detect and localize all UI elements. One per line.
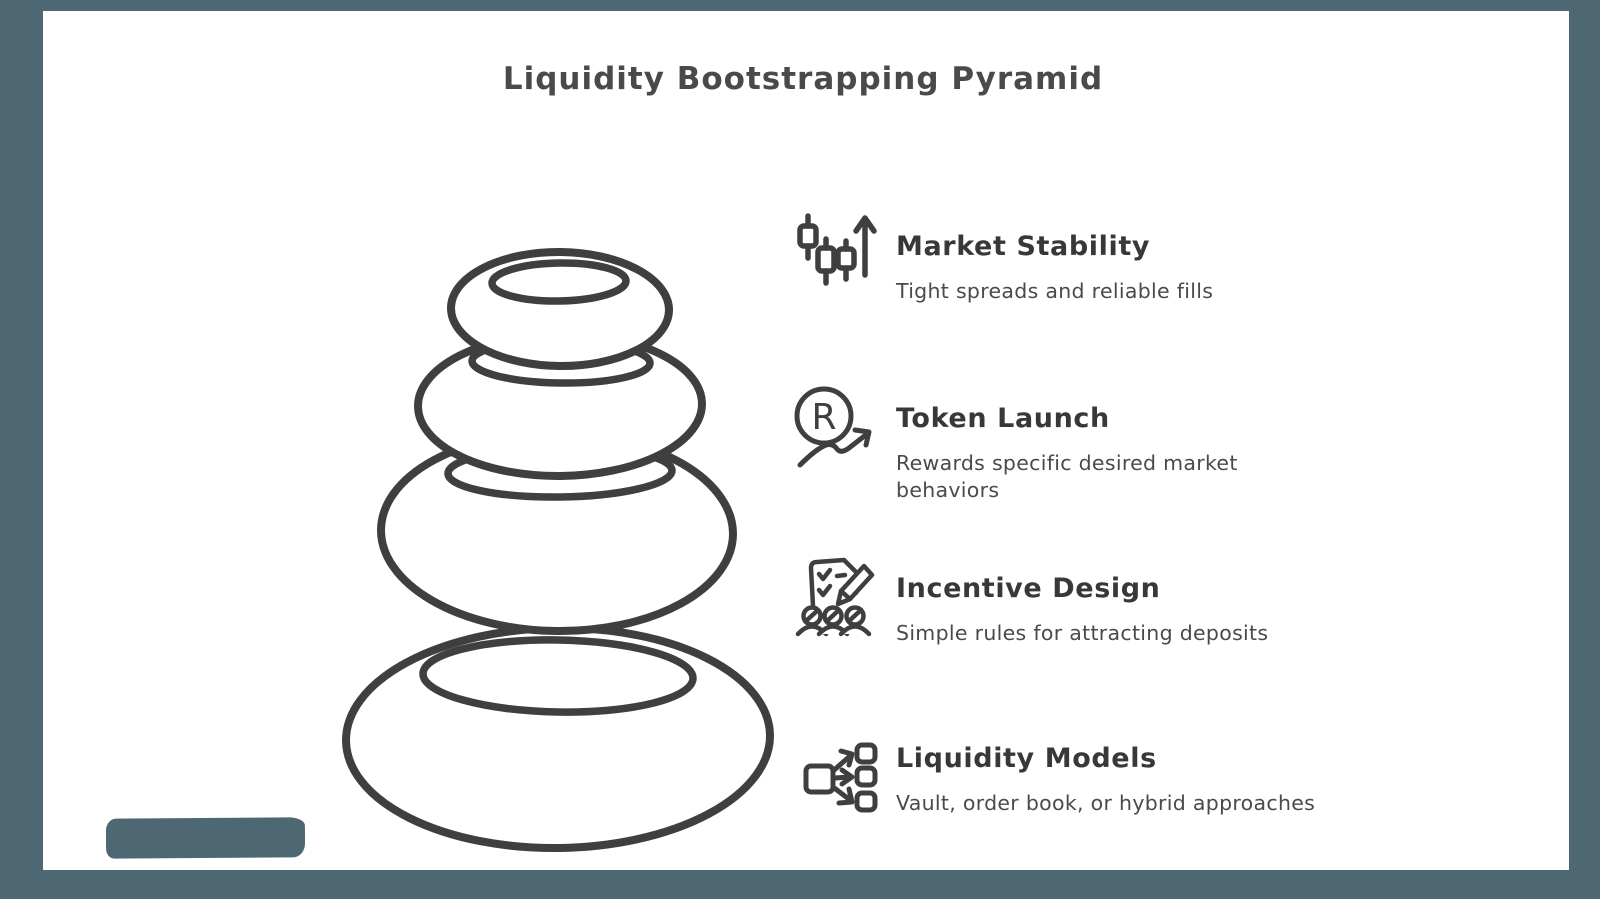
item-title: Liquidity Models	[896, 743, 1157, 774]
watermark-cover	[105, 817, 306, 859]
stone-1	[447, 247, 673, 371]
feature-item-token-launch: R Token Launch Rewards specific desired …	[783, 381, 1403, 504]
feature-item-market-stability: Market Stability Tight spreads and relia…	[783, 209, 1403, 305]
feature-item-incentive-design: Incentive Design Simple rules for attrac…	[783, 551, 1403, 647]
stacked-stones-illustration	[342, 247, 774, 853]
item-title: Token Launch	[896, 403, 1110, 434]
item-description: Vault, order book, or hybrid approaches	[896, 791, 1316, 815]
stone-2	[414, 329, 706, 481]
stone-4	[342, 623, 774, 853]
item-title: Market Stability	[896, 231, 1151, 262]
item-title: Incentive Design	[896, 573, 1161, 604]
feature-item-liquidity-models: Liquidity Models Vault, order book, or h…	[783, 721, 1403, 817]
branching-flow-icon	[783, 723, 878, 817]
checklist-people-icon	[783, 553, 878, 641]
item-description: Tight spreads and reliable fills	[896, 279, 1214, 303]
item-description: Simple rules for attracting deposits	[896, 621, 1269, 645]
reward-trend-icon: R	[783, 383, 878, 475]
page-title: Liquidity Bootstrapping Pyramid	[502, 61, 1104, 97]
content-card: Liquidity Bootstrapping Pyramid	[43, 11, 1569, 870]
candlestick-chart-icon	[783, 211, 878, 297]
token-icon-letter: R	[811, 397, 836, 438]
item-description: Rewards specific desired market behavior…	[896, 451, 1238, 502]
